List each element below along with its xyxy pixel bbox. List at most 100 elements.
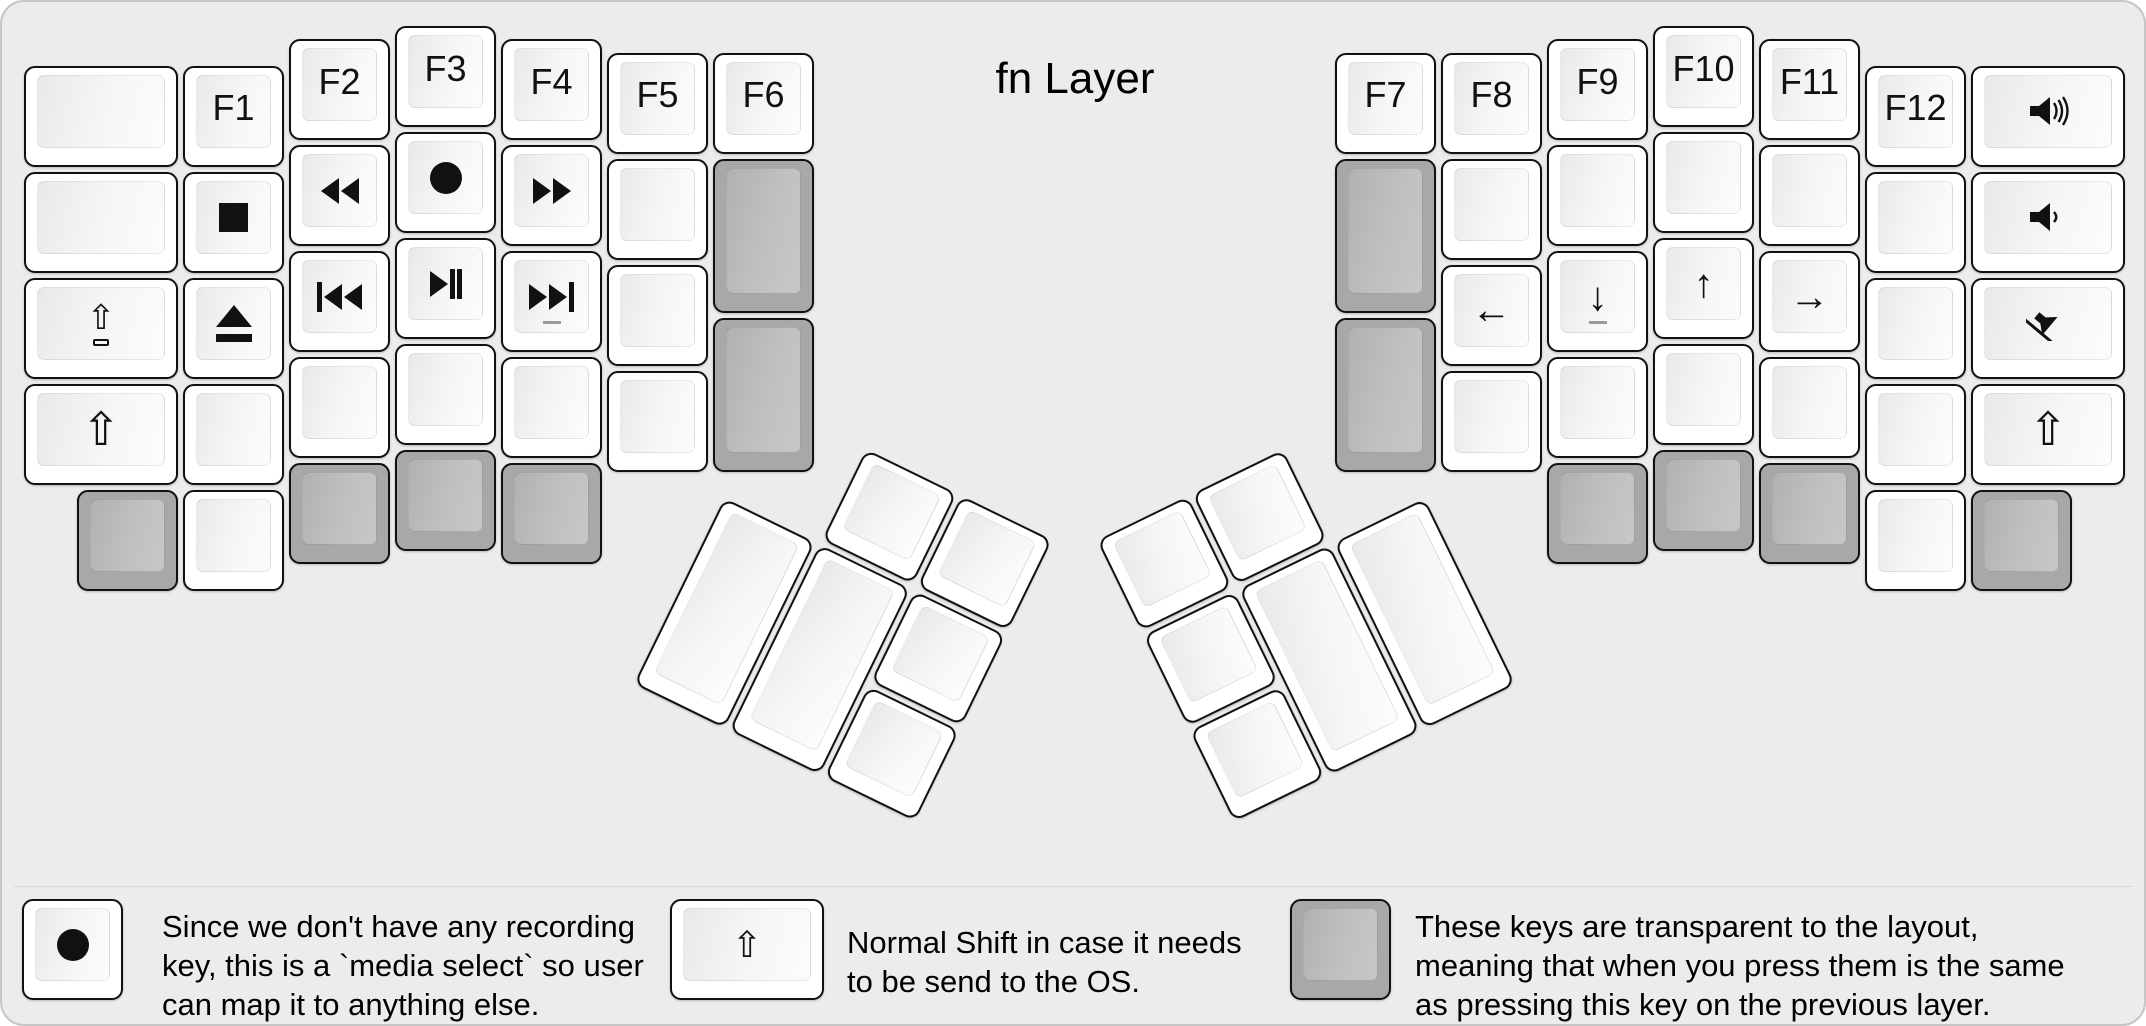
key-blank[interactable] [1865, 277, 1966, 379]
volume-up-icon [2026, 93, 2070, 129]
key-stop[interactable] [183, 171, 284, 273]
key-record[interactable] [395, 132, 496, 233]
keycap-top: F4 [514, 48, 589, 122]
keycap-top [1454, 379, 1529, 453]
key-blank[interactable] [607, 264, 708, 366]
key-prev-track[interactable] [289, 251, 390, 353]
legend-text: Normal Shift in case it needs to be send… [847, 925, 1242, 999]
key-caps-lock[interactable]: ⇧ [24, 277, 178, 379]
keycap-top [408, 247, 483, 320]
key-label: F5 [636, 74, 679, 115]
key-blank[interactable] [1865, 383, 1966, 485]
key-label: F12 [1884, 87, 1947, 129]
key-f3[interactable]: F3 [395, 26, 496, 127]
keycap-top [408, 353, 483, 426]
down-arrow-icon: ↓ [1587, 274, 1608, 319]
key-blank[interactable] [183, 489, 284, 591]
right-arrow-icon: → [1789, 274, 1830, 319]
play-pause-icon [429, 268, 462, 299]
key-blank[interactable] [395, 450, 496, 551]
key-blank[interactable] [1441, 370, 1542, 472]
key-blank[interactable] [607, 370, 708, 472]
key-shift[interactable]: ⇧ [1971, 383, 2125, 485]
key-blank[interactable] [713, 317, 814, 472]
key-mute[interactable] [1971, 277, 2125, 379]
key-f5[interactable]: F5 [607, 52, 708, 154]
key-left-arrow[interactable]: ← [1441, 264, 1542, 366]
key-down-arrow[interactable]: ↓ [1547, 251, 1648, 353]
key-f2[interactable]: F2 [289, 39, 390, 141]
key-shift[interactable]: ⇧ [670, 899, 824, 1000]
key-f7[interactable]: F7 [1335, 52, 1436, 154]
caps-lock-icon: ⇧ [87, 301, 115, 346]
key-blank[interactable] [501, 357, 602, 459]
key-blank[interactable] [1653, 344, 1754, 445]
key-blank[interactable] [1865, 489, 1966, 591]
keycap-top: ⇧ [37, 286, 165, 360]
key-shift[interactable]: ⇧ [24, 383, 178, 485]
keycap-top [1205, 700, 1305, 799]
key-blank[interactable] [1547, 145, 1648, 247]
key-blank[interactable] [1759, 357, 1860, 459]
key-blank[interactable] [713, 158, 814, 313]
keycap-top [1454, 167, 1529, 241]
key-label: F2 [318, 60, 361, 102]
keycap-top [302, 366, 377, 440]
key-f10[interactable]: F10 [1653, 26, 1754, 127]
key-blank[interactable] [77, 489, 178, 591]
key-blank[interactable] [501, 463, 602, 565]
key-label: F1 [212, 87, 255, 129]
key-blank[interactable] [1759, 463, 1860, 565]
key-next-track[interactable] [501, 251, 602, 353]
key-blank[interactable] [183, 383, 284, 485]
keycap-top: F7 [1348, 61, 1423, 135]
key-rewind[interactable] [289, 145, 390, 247]
keycap-top [1666, 459, 1741, 532]
record-icon [56, 928, 89, 961]
key-eject[interactable] [183, 277, 284, 379]
key-f1[interactable]: F1 [183, 65, 284, 167]
key-f11[interactable]: F11 [1759, 39, 1860, 141]
keycap-top [408, 141, 483, 214]
key-blank[interactable] [395, 344, 496, 445]
key-volume-up[interactable] [1971, 65, 2125, 167]
key-blank[interactable] [1547, 357, 1648, 459]
key-f6[interactable]: F6 [713, 52, 814, 154]
key-up-arrow[interactable]: ↑ [1653, 238, 1754, 339]
key-f4[interactable]: F4 [501, 39, 602, 141]
key-fast-forward[interactable] [501, 145, 602, 247]
keycap-top [1560, 154, 1635, 228]
key-blank[interactable] [24, 171, 178, 273]
keycap-top [1348, 167, 1423, 294]
keycap-top [1984, 286, 2112, 360]
keycap-top [302, 154, 377, 228]
key-blank[interactable] [1653, 132, 1754, 233]
key-right-arrow[interactable]: → [1759, 251, 1860, 353]
key-blank[interactable] [289, 357, 390, 459]
key-volume-down[interactable] [1971, 171, 2125, 273]
mute-icon [2026, 305, 2070, 342]
keycap-top [841, 462, 942, 562]
key-blank[interactable] [607, 158, 708, 260]
key-blank[interactable] [1653, 450, 1754, 551]
key-blank[interactable] [1441, 158, 1542, 260]
key-blank[interactable] [289, 463, 390, 565]
key-blank[interactable] [1759, 145, 1860, 247]
key-f8[interactable]: F8 [1441, 52, 1542, 154]
key-blank[interactable] [1290, 899, 1391, 1000]
key-blank[interactable] [1971, 489, 2072, 591]
key-blank[interactable] [24, 65, 178, 167]
keycap-top [1772, 366, 1847, 440]
keycap-top: F6 [726, 61, 801, 135]
key-blank[interactable] [1335, 158, 1436, 313]
key-blank[interactable] [1865, 171, 1966, 273]
key-record[interactable] [22, 899, 123, 1000]
key-blank[interactable] [1547, 463, 1648, 565]
key-blank[interactable] [1335, 317, 1436, 472]
key-play-pause[interactable] [395, 238, 496, 339]
down-arrow-icon: ↓ [1588, 277, 1608, 317]
keycap-top: F11 [1772, 48, 1847, 122]
key-f12[interactable]: F12 [1865, 65, 1966, 167]
key-f9[interactable]: F9 [1547, 39, 1648, 141]
